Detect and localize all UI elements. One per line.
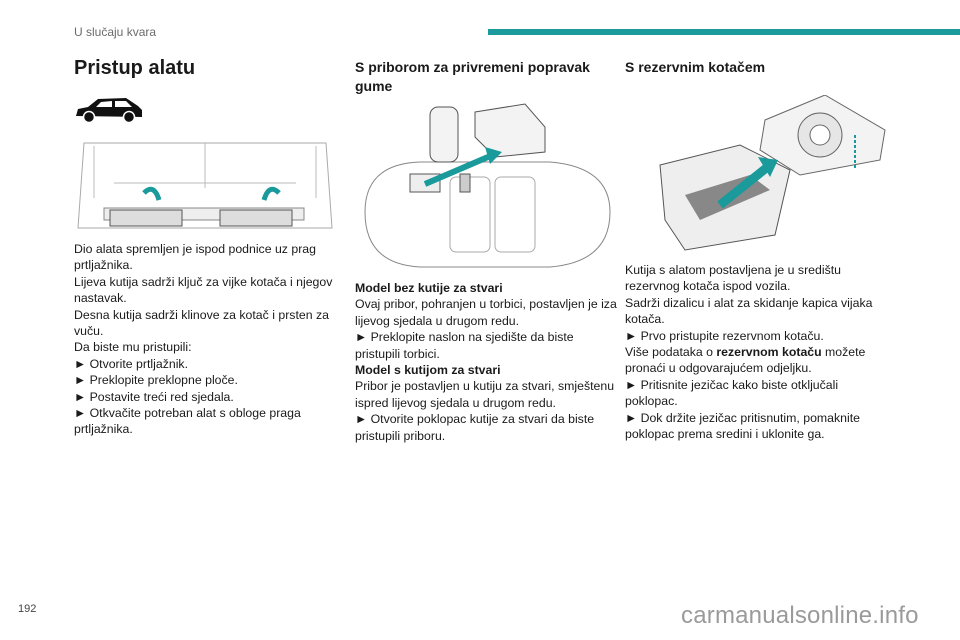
trunk-floor-illustration — [74, 138, 336, 238]
section-title-repair-kit: S priborom za privremeni popravak gume — [355, 58, 590, 96]
body-line: lijevog sjedala u drugom redu. — [355, 313, 520, 328]
body-line: rezervnog kotača ispod vozila. — [625, 279, 791, 294]
text: Više podataka o — [625, 345, 717, 360]
page-number: 192 — [18, 603, 37, 615]
body-line: pronaći u odgovarajućem odjeljku. — [625, 361, 812, 376]
step-item: ► Otkvačite potreban alat s obloge praga — [74, 406, 301, 421]
text: možete — [821, 345, 866, 360]
cross-reference-line: Više podataka o rezervnom kotaču možete — [625, 344, 872, 360]
body-line: poklopac prema sredini i uklonite ga. — [625, 427, 825, 442]
body-line: nastavak. — [74, 291, 127, 306]
body-line: ispred lijevog sjedala u drugom redu. — [355, 395, 556, 410]
body-line: kotača. — [625, 312, 665, 327]
step-item: ► Preklopite naslon na sjedište da biste — [355, 330, 574, 345]
page-title: Pristup alatu — [74, 57, 196, 79]
body-line: pristupili priboru. — [355, 428, 446, 443]
title-line: S priborom za privremeni popravak — [355, 59, 590, 75]
spare-wheel-toolbox-illustration — [659, 95, 886, 251]
col2-body: Model bez kutije za stvari Ovaj pribor, … — [355, 280, 617, 444]
step-item: ► Dok držite jezičac pritisnutim, pomakn… — [625, 410, 860, 425]
section-title-spare-wheel: S rezervnim kotačem — [625, 59, 766, 75]
col1-body: Dio alata spremljen je ispod podnice uz … — [74, 241, 332, 438]
step-item: ► Preklopite preklopne ploče. — [74, 373, 238, 388]
body-line: poklopac. — [625, 394, 678, 409]
body-line: Pribor je postavljen u kutiju za stvari,… — [355, 379, 615, 394]
body-line: vuču. — [74, 324, 104, 339]
watermark: carmanualsonline.info — [681, 602, 919, 629]
section-header: U slučaju kvara — [74, 25, 157, 39]
header-accent-bar — [488, 29, 960, 35]
body-line: Desna kutija sadrži klinove za kotač i p… — [74, 307, 329, 322]
step-item: ► Prvo pristupite rezervnom kotaču. — [625, 328, 824, 343]
step-item: ► Pritisnite jezičac kako biste otključa… — [625, 377, 839, 392]
body-line: prtljažnika. — [74, 422, 133, 437]
body-line: Lijeva kutija sadrži ključ za vijke kota… — [74, 274, 333, 289]
body-line: Kutija s alatom postavljena je u središt… — [625, 263, 841, 277]
step-item: ► Otvorite poklopac kutije za stvari da … — [355, 412, 595, 427]
body-line: Sadrži dizalicu i alat za skidanje kapic… — [625, 295, 873, 310]
car-top-view-illustration — [364, 103, 611, 268]
subheading-no-storage-box: Model bez kutije za stvari — [355, 281, 503, 295]
body-line: Ovaj pribor, pohranjen u torbici, postav… — [355, 297, 617, 312]
body-line: pristupili torbici. — [355, 346, 440, 361]
body-line: Dio alata spremljen je ispod podnice uz … — [74, 242, 316, 256]
title-line: gume — [355, 78, 393, 94]
step-item: ► Otvorite prtljažnik. — [74, 356, 188, 371]
cross-reference-link: rezervnom kotaču — [716, 345, 822, 360]
car-silhouette-icon — [76, 98, 142, 124]
step-item: ► Postavite treći red sjedala. — [74, 389, 234, 404]
col3-body: Kutija s alatom postavljena je u središt… — [625, 262, 872, 442]
body-line: Da biste mu pristupili: — [74, 340, 192, 355]
body-line: prtljažnika. — [74, 258, 133, 273]
subheading-with-storage-box: Model s kutijom za stvari — [355, 363, 501, 378]
